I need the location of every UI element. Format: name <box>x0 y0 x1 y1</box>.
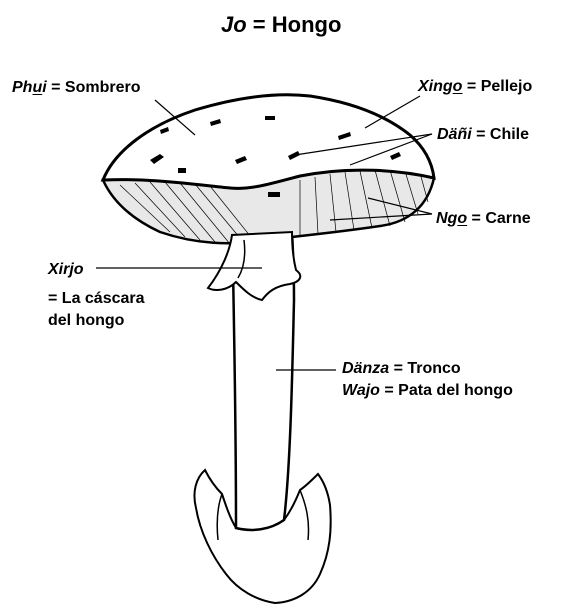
diagram-title: Jo = Hongo <box>221 13 341 37</box>
label-phui: Phui = Sombrero <box>12 79 141 97</box>
label-dani: Däñi = Chile <box>437 126 529 144</box>
label-ngo: Ngo = Carne <box>436 210 531 228</box>
label-xirjo-meaning-1: = La cáscara <box>48 290 145 308</box>
label-danza: Dänza = Tronco <box>342 360 461 378</box>
label-xingo: Xingo = Pellejo <box>418 78 532 96</box>
label-xirjo: Xirjo <box>48 261 84 279</box>
label-xirjo-meaning-2: del hongo <box>48 312 124 330</box>
label-wajo: Wajo = Pata del hongo <box>342 382 513 400</box>
